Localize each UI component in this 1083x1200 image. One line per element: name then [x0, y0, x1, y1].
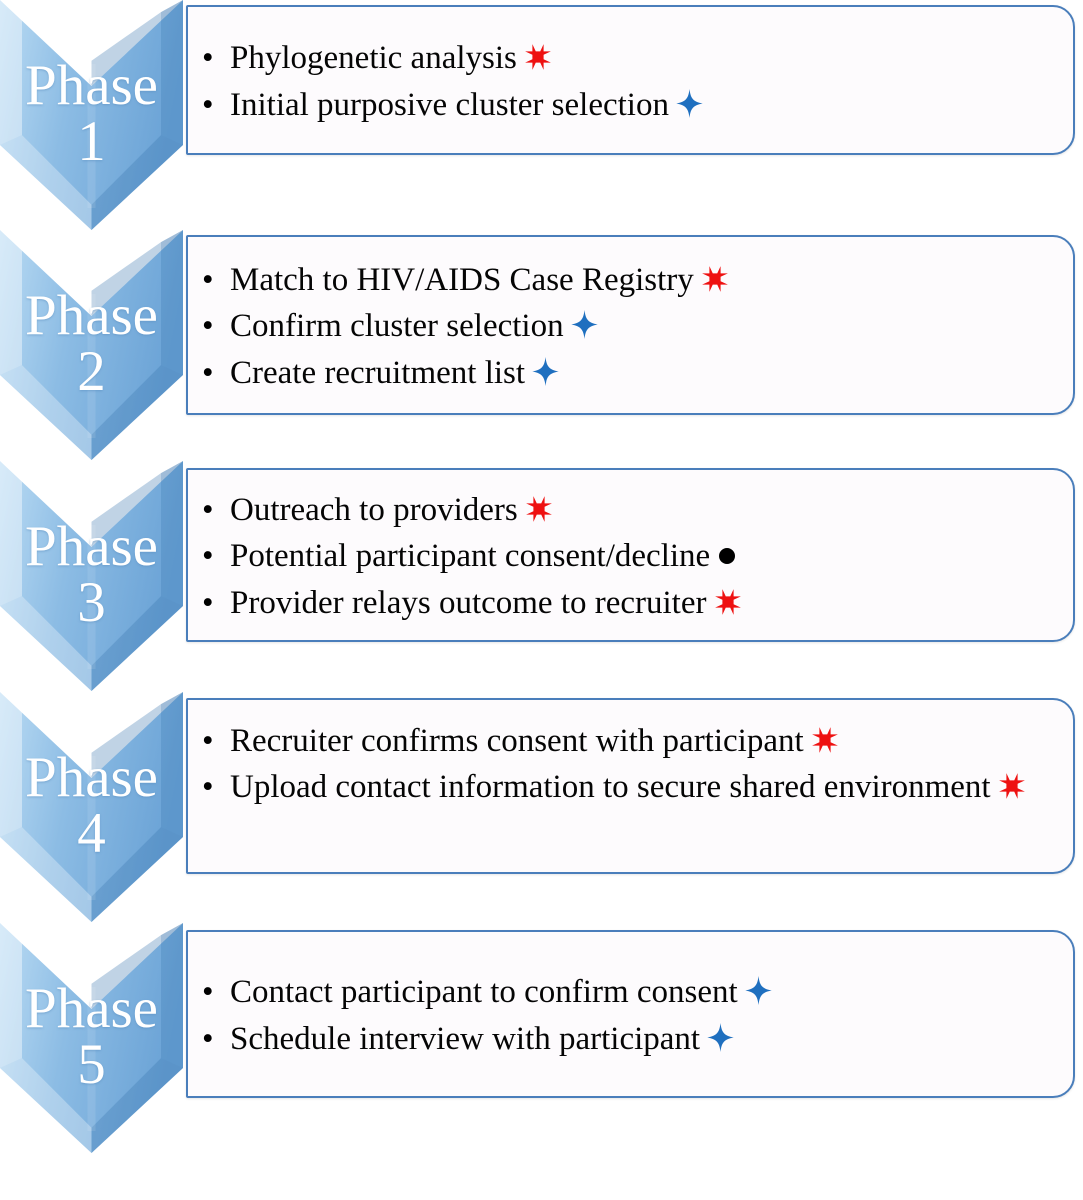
bullet-point-icon: • [202, 538, 214, 575]
phase-content-box: • Recruiter confirms consent with partici… [186, 698, 1075, 874]
bullet-item: • Schedule interview with participant [188, 1016, 1073, 1063]
bullet-text: Phylogenetic analysis [230, 40, 517, 76]
phase-bullet-list: • Outreach to providers • Potential partici… [188, 470, 1073, 627]
bullet-text: Contact participant to confirm consent [230, 974, 738, 1010]
four-point-star-icon [707, 1022, 734, 1052]
maltese-cross-icon [525, 495, 553, 523]
bullet-point-icon: • [202, 261, 214, 298]
bullet-text: Outreach to providers [230, 491, 518, 528]
four-point-star-icon [676, 88, 703, 118]
phase-bullet-list: • Phylogenetic analysis • Initial purposive… [188, 7, 1073, 129]
bullet-item: • Contact participant to confirm consent [188, 969, 1073, 1016]
bullet-text: Match to HIV/AIDS Case Registry [230, 261, 694, 298]
bullet-item: • Match to HIV/AIDS Case Registry [188, 257, 1073, 304]
four-point-star-icon [532, 357, 559, 387]
bullet-point-icon: • [202, 585, 214, 622]
four-point-star-icon [745, 976, 772, 1005]
bullet-point-icon: • [202, 974, 214, 1010]
bullet-item: • Recruiter confirms consent with partici… [188, 718, 1073, 765]
maltese-cross-icon [524, 43, 552, 71]
maltese-cross-icon [701, 265, 729, 293]
bullet-item: • Phylogenetic analysis [188, 35, 1073, 82]
bullet-text: Recruiter confirms consent with particip… [230, 722, 804, 759]
phase-content-box: •Contact participant to confirm consent•… [186, 930, 1075, 1098]
bullet-text: Confirm cluster selection [230, 308, 564, 345]
bullet-text: Potential participant consent/decline [230, 538, 711, 575]
bullet-point-icon: • [202, 722, 214, 759]
bullet-point-icon: • [202, 769, 214, 806]
maltese-cross-icon [811, 726, 839, 754]
maltese-cross-icon [714, 588, 742, 616]
bullet-point-icon: • [202, 355, 214, 392]
bullet-text: Initial purposive cluster selection [230, 86, 669, 123]
bullet-text: Schedule interview with participant [230, 1020, 701, 1057]
bullet-item: • Upload contact information to secure sh… [188, 764, 1073, 811]
bullet-point-icon: • [202, 491, 214, 528]
filled-circle-icon [719, 548, 736, 565]
bullet-item: • Confirm cluster selection [188, 303, 1073, 350]
bullet-item: • Initial purposive cluster selection [188, 82, 1073, 129]
bullet-text: Upload contact information to secure sha… [230, 769, 991, 806]
bullet-item: • Create recruitment list [188, 350, 1073, 397]
bullet-point-icon: • [202, 40, 214, 76]
bullet-point-icon: • [202, 86, 214, 123]
four-point-star-icon [570, 310, 598, 340]
bullet-item: • Potential participant consent/decline [188, 533, 1073, 580]
phase-content-box: • Phylogenetic analysis • Initial purposive… [186, 5, 1075, 155]
bullet-item: • Outreach to providers [188, 487, 1073, 534]
bullet-item: • Provider relays outcome to recruiter [188, 580, 1073, 627]
bullet-text: Create recruitment list [230, 355, 526, 392]
phase-bullet-list: •Contact participant to confirm consent•… [188, 932, 1073, 1063]
phase-content-box: • Outreach to providers • Potential partici… [186, 468, 1075, 642]
bullet-point-icon: • [202, 1020, 214, 1057]
bullet-text: Provider relays outcome to recruiter [230, 585, 707, 622]
phase-bullet-list: • Match to HIV/AIDS Case Registry • Confirm… [188, 237, 1073, 397]
phase-content-box: • Match to HIV/AIDS Case Registry • Confirm… [186, 235, 1075, 415]
bullet-point-icon: • [202, 308, 214, 345]
maltese-cross-icon [998, 772, 1026, 800]
phase-bullet-list: • Recruiter confirms consent with partici… [188, 700, 1073, 811]
